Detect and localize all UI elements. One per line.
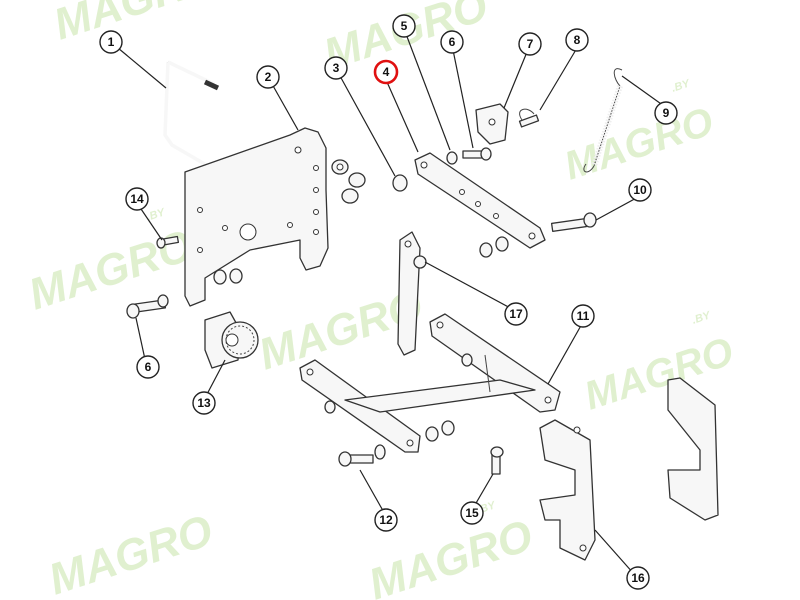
leader-lines (117, 33, 665, 575)
callout-16: 16 (626, 566, 650, 590)
watermark-suffix: .BY (691, 309, 714, 327)
callouts: 1 2 3 4 5 6 7 8 (99, 14, 678, 590)
callout-11: 11 (571, 304, 595, 328)
callout-14: 14 (125, 187, 149, 211)
callout-8: 8 (565, 28, 589, 52)
callout-label: 16 (631, 571, 645, 585)
callout-label: 6 (145, 360, 152, 374)
part-6-bolt-upper (462, 147, 492, 161)
callout-13: 13 (192, 391, 216, 415)
watermark-text: MAGRO (43, 506, 219, 600)
callout-15: 15 (460, 501, 484, 525)
callout-label: 4 (383, 65, 390, 79)
watermark-text: MAGRO (48, 0, 224, 50)
callout-label: 14 (130, 192, 144, 206)
callout-label: 1 (108, 35, 115, 49)
part-3-washers (331, 159, 408, 204)
callout-17: 17 (504, 302, 528, 326)
part-5-washer (446, 151, 458, 165)
callout-4: 4 (373, 59, 399, 85)
callout-12: 12 (374, 508, 398, 532)
callout-1: 1 (99, 30, 123, 54)
part-6-bolt-lower (126, 294, 169, 319)
watermark-suffix: .BY (670, 77, 693, 95)
plate-nuts (213, 268, 243, 285)
part-11-frame (299, 313, 561, 453)
part-15-bolt (490, 446, 504, 475)
part-10-bolt (479, 212, 597, 258)
part-16-clamp-plates (539, 377, 719, 561)
part-7-bracket (475, 103, 509, 145)
watermark-suffix: .BY (145, 206, 168, 224)
callout-6a: 6 (440, 30, 464, 54)
callout-7: 7 (518, 32, 542, 56)
part-17-lever (397, 231, 427, 356)
part-13-sprocket (204, 311, 259, 369)
callout-10: 10 (628, 178, 652, 202)
callout-label: 17 (509, 307, 523, 321)
callout-label: 5 (401, 19, 408, 33)
part-2-mounting-plate (184, 127, 329, 307)
callout-label: 10 (633, 183, 647, 197)
part-9-spring (583, 68, 623, 173)
part-4-link-bar (414, 152, 546, 249)
callout-2: 2 (256, 65, 280, 89)
callout-label: 9 (663, 106, 670, 120)
watermark-layer: MAGRO MAGRO MAGRO .BY MAGRO .BY MAGRO MA… (23, 0, 739, 600)
callout-label: 13 (197, 396, 211, 410)
callout-label: 12 (379, 513, 393, 527)
callout-9: 9 (654, 101, 678, 125)
watermark-text: MAGRO (23, 221, 199, 320)
watermark-text: MAGRO (559, 99, 718, 188)
callout-label: 15 (465, 506, 479, 520)
part-1-rod-handle (163, 60, 220, 172)
part-8-clip-pin (518, 108, 540, 128)
callout-6b: 6 (136, 355, 160, 379)
callout-5: 5 (392, 14, 416, 38)
callout-label: 8 (574, 33, 581, 47)
part-12-bolt (338, 444, 386, 467)
callout-label: 3 (333, 61, 340, 75)
callout-3: 3 (324, 56, 348, 80)
callout-label: 2 (265, 70, 272, 84)
callout-label: 7 (527, 37, 534, 51)
callout-label: 6 (449, 35, 456, 49)
callout-label: 11 (577, 309, 590, 323)
